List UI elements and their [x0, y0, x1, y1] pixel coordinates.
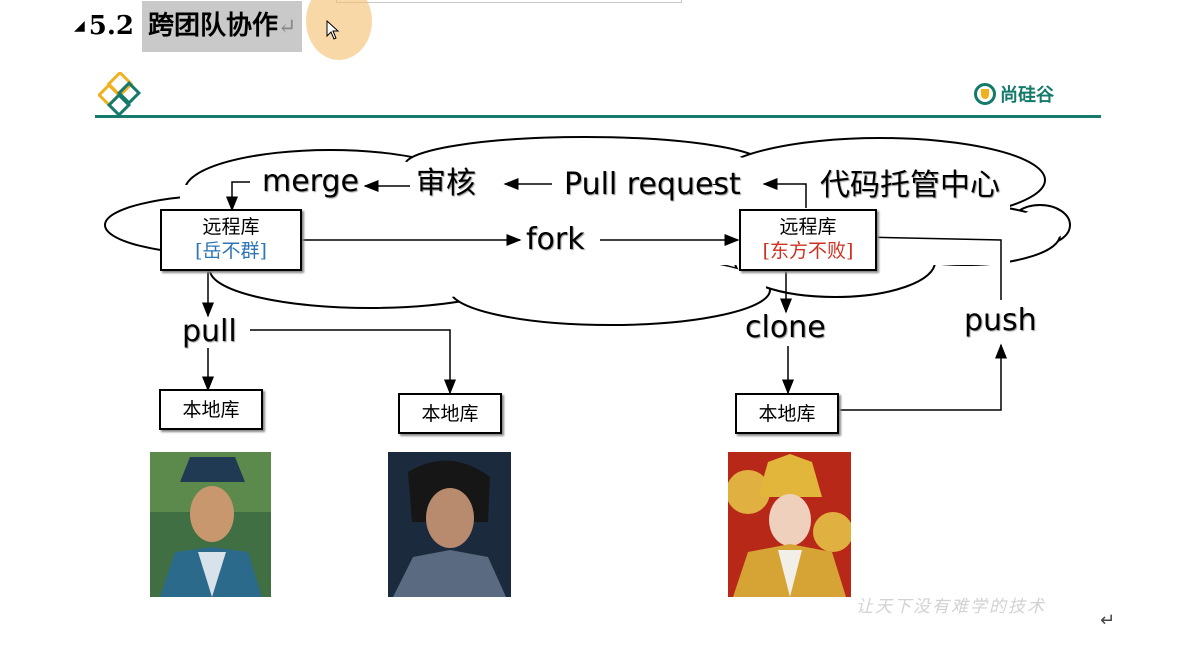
- hosting-center-label: 代码托管中心: [820, 168, 1000, 203]
- section-title: 跨团队协作: [148, 10, 279, 41]
- pull-request-label: Pull request: [564, 167, 741, 202]
- remote-owner-label: [岳不群]: [195, 240, 267, 262]
- section-heading: ◢ 5.2 跨团队协作↵: [74, 0, 303, 52]
- merge-label: merge: [262, 164, 359, 199]
- header-rule: [95, 115, 1101, 118]
- paragraph-mark-icon: ↵: [1100, 610, 1116, 631]
- clone-label: clone: [745, 310, 826, 345]
- local-repo-label: 本地库: [758, 403, 816, 425]
- brand-name: 尚硅谷: [1000, 85, 1054, 106]
- section-title-selection[interactable]: 跨团队协作↵: [142, 0, 303, 52]
- diamond-logo-icon: [98, 72, 142, 118]
- brand-logo: 尚硅谷: [974, 81, 1054, 107]
- remote-owner-label: [东方不败]: [762, 240, 854, 262]
- bullet-marker-icon: ◢: [74, 18, 85, 34]
- remote-repo-label: 远程库: [202, 216, 260, 238]
- review-label: 审核: [416, 166, 476, 201]
- section-number: 5.2: [88, 11, 135, 41]
- remote-repo-label: 远程库: [779, 216, 837, 238]
- portrait-photo-3: [728, 452, 851, 597]
- local-repo-3: 本地库: [735, 393, 839, 434]
- portrait-photo-2: [388, 452, 511, 597]
- local-repo-label: 本地库: [421, 403, 479, 425]
- footer-slogan: 让天下没有难学的技术: [856, 597, 1046, 617]
- remote-repo-right: 远程库 [东方不败]: [739, 209, 877, 271]
- pull-label: pull: [182, 314, 237, 349]
- fork-label: fork: [526, 222, 585, 257]
- push-label: push: [964, 303, 1037, 338]
- brand-emblem-icon: [974, 83, 996, 105]
- paragraph-mark-icon: ↵: [278, 14, 297, 40]
- local-repo-1: 本地库: [159, 389, 263, 430]
- cursor-highlight: [306, 0, 372, 60]
- portrait-photo-1: [150, 452, 271, 597]
- local-repo-2: 本地库: [398, 393, 502, 434]
- mouse-cursor-icon: [326, 20, 340, 40]
- remote-repo-left: 远程库 [岳不群]: [160, 209, 302, 271]
- local-repo-label: 本地库: [182, 399, 240, 421]
